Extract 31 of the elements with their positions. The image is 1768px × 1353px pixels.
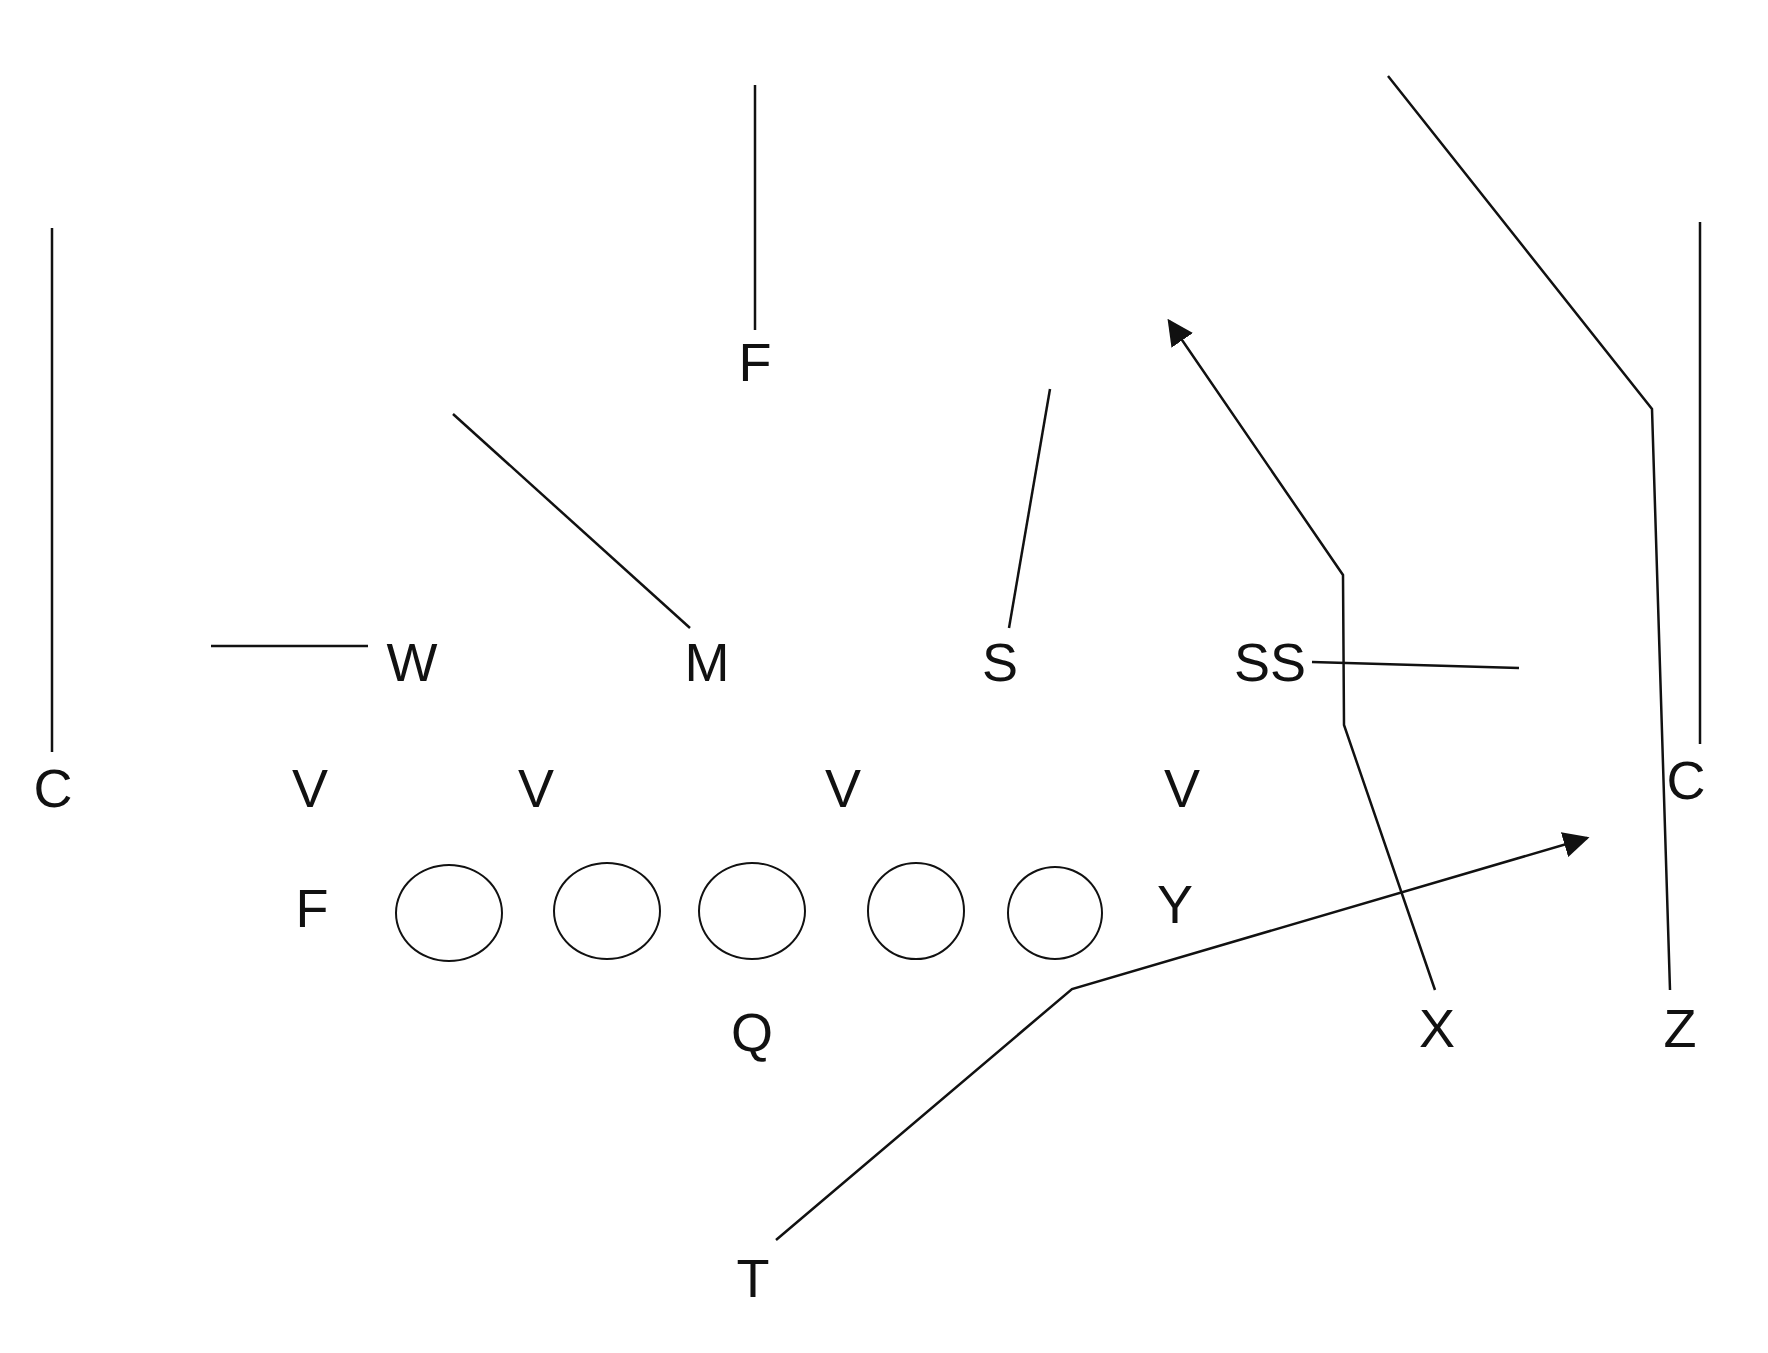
route-line [452,413,691,629]
player-label: F [295,881,329,935]
player-label: M [684,635,730,689]
route-line [50,228,54,752]
player-label: X [1419,1001,1455,1055]
player-label: SS [1234,635,1306,689]
route-line [1387,75,1672,991]
player-label: V [292,761,328,815]
player-circle [867,862,965,960]
player-circle [395,864,503,962]
route-line [211,644,368,648]
player-label: Z [1663,1001,1697,1055]
route-arrow [1167,318,1437,991]
player-label: S [982,635,1018,689]
player-label: T [736,1251,770,1305]
player-label: Y [1157,877,1193,931]
route-line [753,85,757,330]
player-label: C [33,761,73,815]
route-line [1007,388,1052,629]
player-label: V [1164,761,1200,815]
route-line [1311,660,1520,670]
player-circle [1007,866,1103,960]
player-label: W [386,635,438,689]
route-line [1698,222,1702,744]
player-label: F [738,335,772,389]
player-label: C [1666,753,1706,807]
player-circle [698,862,806,960]
route-arrow [775,832,1590,1241]
player-label: V [518,761,554,815]
player-circle [553,862,661,960]
player-label: V [825,761,861,815]
